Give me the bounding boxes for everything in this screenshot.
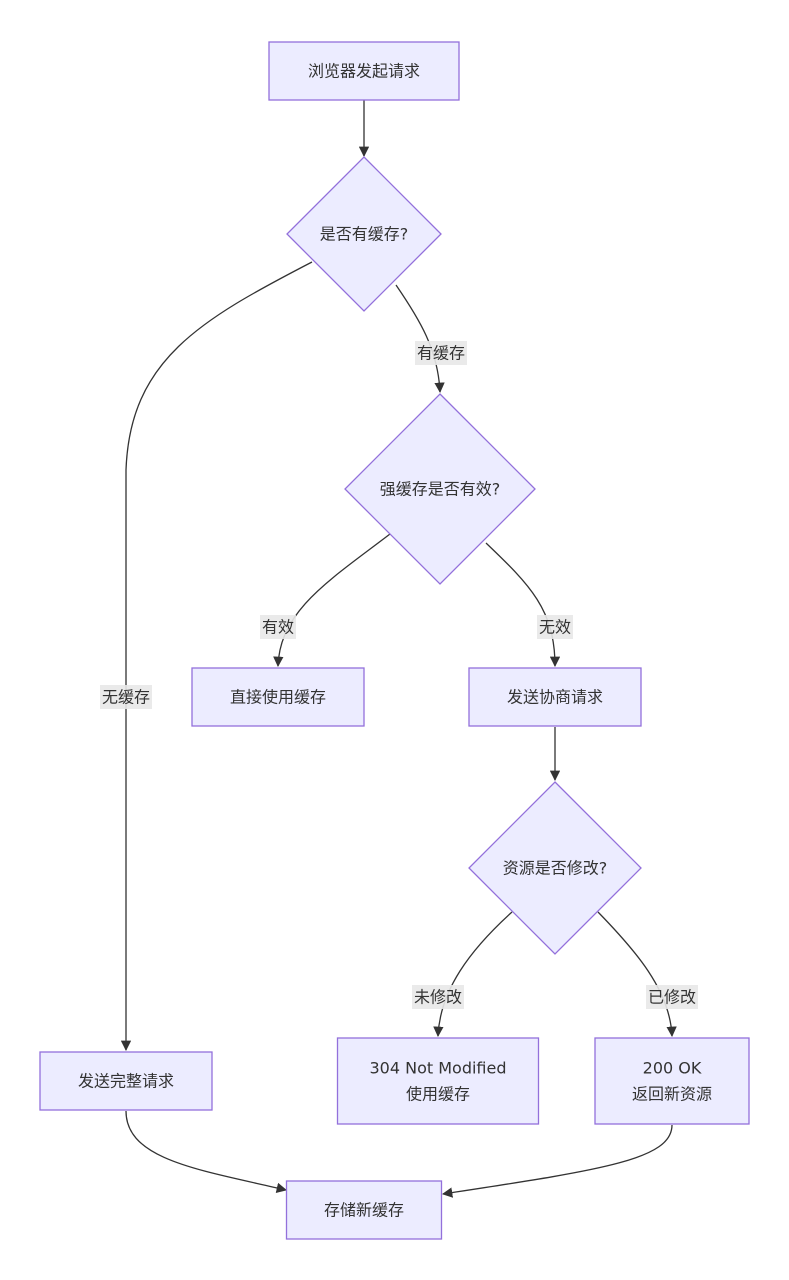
edge-label-background xyxy=(412,985,464,1009)
node-label: 强缓存是否有效? xyxy=(380,480,501,499)
edge-label: 无缓存 xyxy=(100,685,152,709)
decision-diamond xyxy=(344,393,536,585)
edge-full-req-to-store xyxy=(125,1110,288,1193)
edge-label-background xyxy=(260,615,296,639)
edge-label-text: 已修改 xyxy=(648,988,696,1007)
edge-strong-to-negotiate xyxy=(485,542,561,668)
edge-label: 有缓存 xyxy=(415,341,467,365)
node-label: 返回新资源 xyxy=(632,1085,712,1104)
node-label: 发送协商请求 xyxy=(507,688,603,707)
node-use-cache[interactable]: 直接使用缓存 xyxy=(191,667,365,727)
edge-strong-to-use-cache xyxy=(273,533,391,668)
edge-label: 无效 xyxy=(537,615,573,639)
node-label: 304 Not Modified xyxy=(369,1059,506,1078)
edge-label-background xyxy=(100,685,152,709)
node-label: 直接使用缓存 xyxy=(230,688,326,707)
process-box xyxy=(336,1037,540,1125)
node-label: 发送完整请求 xyxy=(78,1072,174,1091)
edge-has-cache-to-strong xyxy=(395,284,445,394)
node-not-mod[interactable]: 304 Not Modified 使用缓存 xyxy=(336,1037,540,1125)
node-ok200[interactable]: 200 OK 返回新资源 xyxy=(594,1037,750,1125)
edge-label-text: 有缓存 xyxy=(417,344,465,363)
edge-label-text: 未修改 xyxy=(414,988,462,1007)
node-label: 浏览器发起请求 xyxy=(308,62,420,81)
process-box xyxy=(39,1051,213,1111)
node-label: 资源是否修改? xyxy=(503,859,608,878)
decision-diamond xyxy=(286,156,442,312)
edge-modified-to-not-mod xyxy=(433,911,513,1038)
decision-diamond xyxy=(468,781,642,955)
process-box xyxy=(191,667,365,727)
edge-label-background xyxy=(415,341,467,365)
node-modified[interactable]: 资源是否修改? xyxy=(468,781,642,955)
edge-has-cache-to-full-req xyxy=(120,261,313,1052)
edge-label: 未修改 xyxy=(412,985,464,1009)
node-has-cache[interactable]: 是否有缓存? xyxy=(286,156,442,312)
edge-label: 有效 xyxy=(260,615,296,639)
node-negotiate[interactable]: 发送协商请求 xyxy=(468,667,642,727)
edge-label-text: 无缓存 xyxy=(102,688,150,707)
node-label: 是否有缓存? xyxy=(320,225,409,244)
node-label: 存储新缓存 xyxy=(324,1201,404,1220)
process-box xyxy=(594,1037,750,1125)
process-box xyxy=(468,667,642,727)
node-label: 使用缓存 xyxy=(406,1085,470,1104)
edge-label: 已修改 xyxy=(646,985,698,1009)
edge-ok200-to-store xyxy=(441,1124,673,1198)
node-strong[interactable]: 强缓存是否有效? xyxy=(344,393,536,585)
edge-label-text: 有效 xyxy=(262,618,294,637)
process-box xyxy=(268,41,460,101)
node-label: 200 OK xyxy=(643,1059,702,1078)
node-start[interactable]: 浏览器发起请求 xyxy=(268,41,460,101)
node-full-req[interactable]: 发送完整请求 xyxy=(39,1051,213,1111)
process-box xyxy=(285,1180,443,1240)
edge-label-background xyxy=(537,615,573,639)
node-store[interactable]: 存储新缓存 xyxy=(285,1180,443,1240)
edge-label-text: 无效 xyxy=(539,618,571,637)
edge-modified-to-ok200 xyxy=(597,911,677,1038)
edge-label-background xyxy=(646,985,698,1009)
